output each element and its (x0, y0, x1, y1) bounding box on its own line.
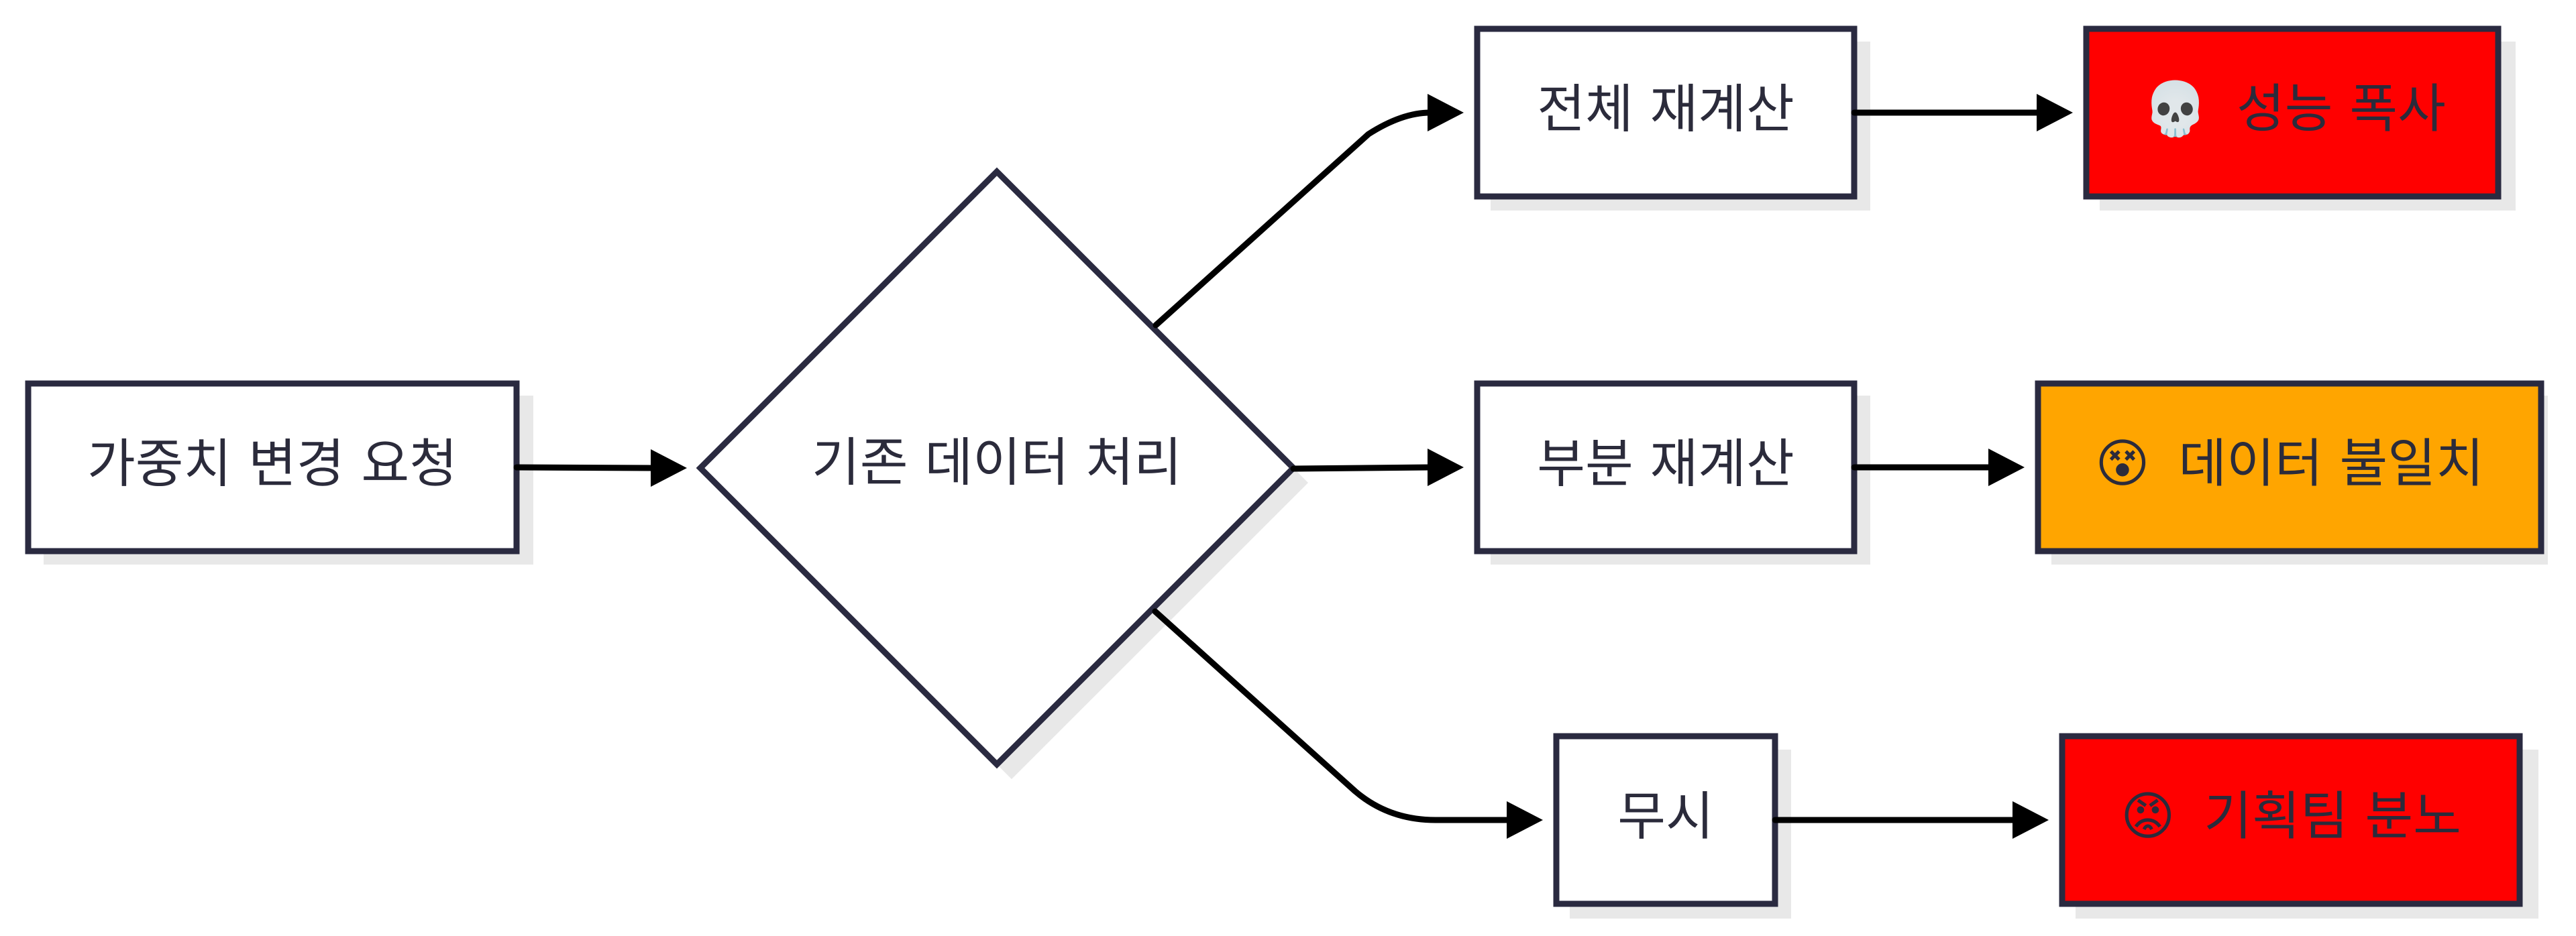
node-start: 가중치 변경 요청 (25, 380, 533, 565)
node-decision: 기존 데이터 처리 (696, 167, 1308, 779)
angry-box (2059, 733, 2523, 907)
node-full-recompute: 전체 재계산 (1474, 25, 1870, 211)
node-partial-recompute: 부분 재계산 (1474, 380, 1870, 565)
perf-box (2083, 25, 2502, 200)
node-full-label: 전체 재계산 (1537, 79, 1794, 139)
edge-decision-to-full (1152, 94, 1464, 329)
node-ignore: 무시 (1553, 733, 1791, 919)
edge-ignore-to-angry (1772, 801, 2049, 839)
node-planning-anger: 😡 기획팀 분노 (2059, 733, 2538, 919)
node-ignore-label: 무시 (1617, 786, 1714, 847)
node-mismatch-label: 데이터 불일치 (2178, 434, 2483, 494)
node-mismatch-text: 😵 데이터 불일치 (2095, 434, 2483, 494)
node-partial-label: 부분 재계산 (1537, 434, 1794, 494)
edge-decision-to-partial (1290, 449, 1464, 486)
node-angry-label: 기획팀 분노 (2204, 786, 2461, 847)
skull-icon: 💀 (2143, 79, 2208, 139)
node-performance-disaster: 💀 성능 폭사 (2083, 25, 2516, 211)
node-perf-text: 💀 성능 폭사 (2143, 79, 2446, 139)
edge-decision-to-ignore (1152, 608, 1543, 839)
mismatch-box (2035, 380, 2544, 554)
edge-full-to-perf (1851, 94, 2073, 131)
dizzy-face-icon: 😵 (2095, 434, 2149, 494)
node-decision-label: 기존 데이터 처리 (812, 432, 1182, 493)
node-start-label: 가중치 변경 요청 (87, 434, 458, 494)
angry-face-icon: 😡 (2121, 786, 2175, 847)
node-angry-text: 😡 기획팀 분노 (2121, 786, 2461, 847)
edge-start-to-decision (513, 449, 687, 487)
node-data-mismatch: 😵 데이터 불일치 (2035, 380, 2548, 565)
edge-partial-to-mismatch (1851, 449, 2025, 486)
node-perf-label: 성능 폭사 (2237, 79, 2446, 139)
